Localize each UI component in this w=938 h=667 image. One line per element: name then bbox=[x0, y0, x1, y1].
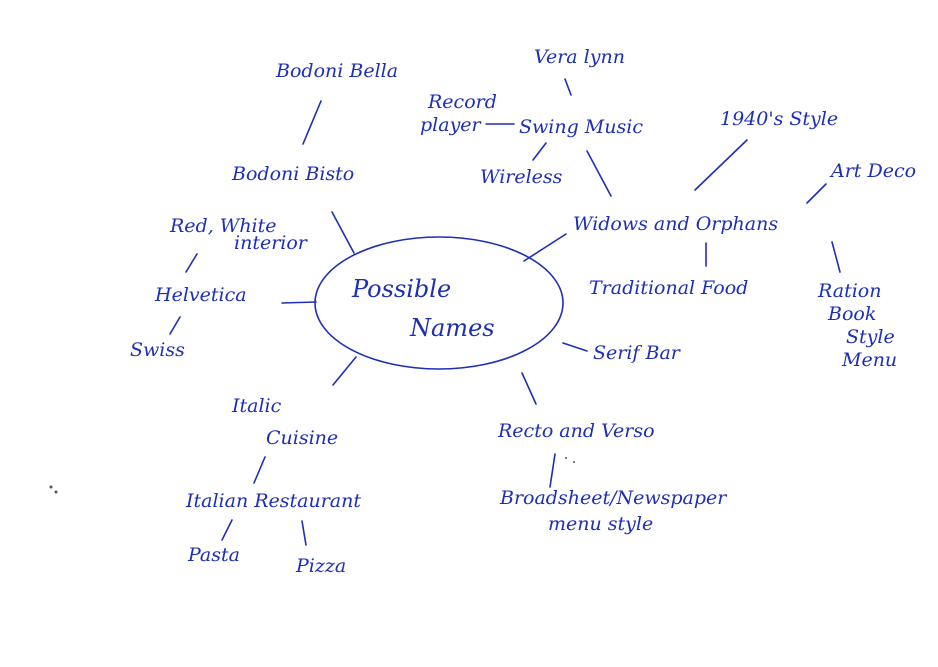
label-record: Record bbox=[427, 91, 497, 113]
line-restaurant-pizza bbox=[301, 520, 307, 546]
line-bella-bisto bbox=[302, 100, 322, 145]
line-widows-ration bbox=[831, 241, 841, 273]
label-helvetica: Helvetica bbox=[154, 284, 247, 306]
speck bbox=[49, 485, 53, 489]
label-red-white: Red, White bbox=[169, 215, 277, 237]
label-recto-verso: Recto and Verso bbox=[497, 420, 655, 442]
line-helvetica-center bbox=[281, 301, 317, 304]
line-helvetica-swiss bbox=[169, 316, 181, 335]
line-center-widows bbox=[523, 233, 567, 262]
label-italic: Italic bbox=[231, 395, 282, 417]
line-red-helvetica bbox=[185, 253, 198, 273]
label-vera-lynn: Vera lynn bbox=[534, 46, 625, 68]
label-wireless: Wireless bbox=[480, 166, 563, 188]
line-cuisine-italian bbox=[253, 456, 266, 484]
line-swing-widows bbox=[586, 150, 612, 197]
label-swiss: Swiss bbox=[130, 339, 185, 361]
label-menu-style: menu style bbox=[548, 513, 653, 535]
label-broadsheet: Broadsheet/Newspaper bbox=[499, 487, 728, 509]
line-center-italic bbox=[332, 356, 357, 386]
label-cuisine: Cuisine bbox=[266, 427, 338, 449]
line-swing-wireless bbox=[532, 142, 547, 161]
line-vera-swing bbox=[564, 78, 572, 96]
label-art-deco: Art Deco bbox=[829, 160, 916, 182]
label-serif-bar: Serif Bar bbox=[593, 342, 682, 364]
label-pizza: Pizza bbox=[295, 555, 346, 577]
label-bodoni-bella: Bodoni Bella bbox=[275, 60, 398, 82]
line-recto-broadsheet bbox=[549, 453, 556, 488]
speck bbox=[54, 490, 58, 494]
label-ration: Ration bbox=[817, 280, 881, 302]
line-bisto-center bbox=[331, 211, 355, 254]
label-swing-music: Swing Music bbox=[519, 116, 643, 138]
label-traditional-food: Traditional Food bbox=[589, 277, 748, 299]
label-widows-orphans: Widows and Orphans bbox=[573, 213, 778, 235]
line-artdeco-widows bbox=[806, 183, 827, 204]
line-center-recto bbox=[521, 372, 537, 405]
speck bbox=[573, 461, 575, 463]
label-style: Style bbox=[846, 326, 895, 348]
center-label-line1: Possible bbox=[351, 275, 451, 303]
label-bodoni-bisto: Bodoni Bisto bbox=[231, 163, 354, 185]
center-ellipse bbox=[314, 236, 564, 370]
line-center-serifbar bbox=[562, 342, 588, 352]
label-book: Book bbox=[827, 303, 876, 325]
label-player: player bbox=[420, 114, 483, 136]
line-italian-pasta bbox=[221, 519, 233, 541]
center-label-line2: Names bbox=[409, 314, 495, 342]
label-menu: Menu bbox=[841, 349, 897, 371]
label-italian-restaurant: Italian Restaurant bbox=[185, 490, 361, 512]
label-1940s-style: 1940's Style bbox=[720, 108, 838, 130]
label-pasta: Pasta bbox=[187, 544, 240, 566]
line-1940s-widows bbox=[694, 139, 748, 191]
speck bbox=[565, 457, 567, 459]
label-interior: interior bbox=[234, 232, 309, 254]
